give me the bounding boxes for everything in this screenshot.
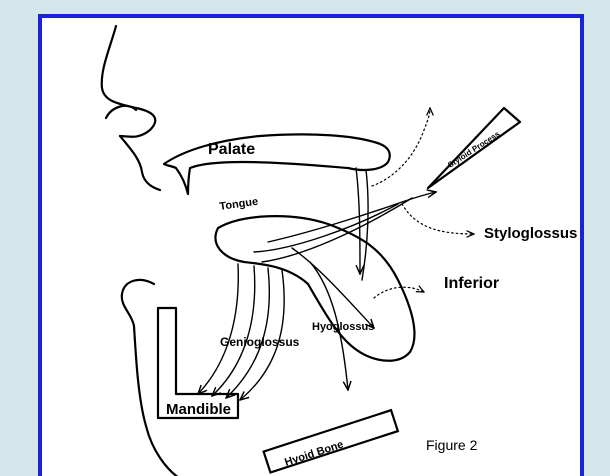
genioglossus-fiber-3	[226, 268, 269, 398]
label-styloglossus: Styloglossus	[484, 225, 577, 242]
label-genioglossus: Genioglossus	[220, 335, 300, 349]
label-hyoglossus: Hyoglossus	[312, 321, 374, 333]
styloglossus-fiber-3	[262, 198, 412, 262]
face-profile-upper-lip	[120, 136, 160, 190]
genioglossus-fiber-1	[198, 264, 238, 394]
label-mandible: Mandible	[166, 401, 231, 418]
face-profile-nostril	[106, 106, 136, 118]
jaw-outline	[122, 280, 182, 476]
genioglossus-fiber-2	[212, 266, 255, 396]
face-profile-nose	[102, 26, 156, 137]
hyoglossus-fiber-1	[292, 248, 374, 328]
label-styloid-process: Styloid Process	[446, 129, 502, 170]
dotted-arrow-styloglossus	[402, 204, 474, 234]
figure-caption: Figure 2	[426, 437, 478, 453]
label-inferior: Inferior	[444, 275, 499, 292]
palate-outline	[164, 134, 390, 194]
tongue-muscle-diagram: Palate Tongue Styloid Process Stylogloss…	[42, 18, 580, 476]
dotted-arrow-upper	[372, 108, 430, 186]
dotted-arrow-inferior	[374, 287, 424, 298]
label-palate: Palate	[208, 141, 255, 158]
label-tongue: Tongue	[219, 196, 259, 213]
palatoglossus-fiber-1	[356, 168, 360, 274]
figure-panel: Palate Tongue Styloid Process Stylogloss…	[38, 14, 584, 476]
